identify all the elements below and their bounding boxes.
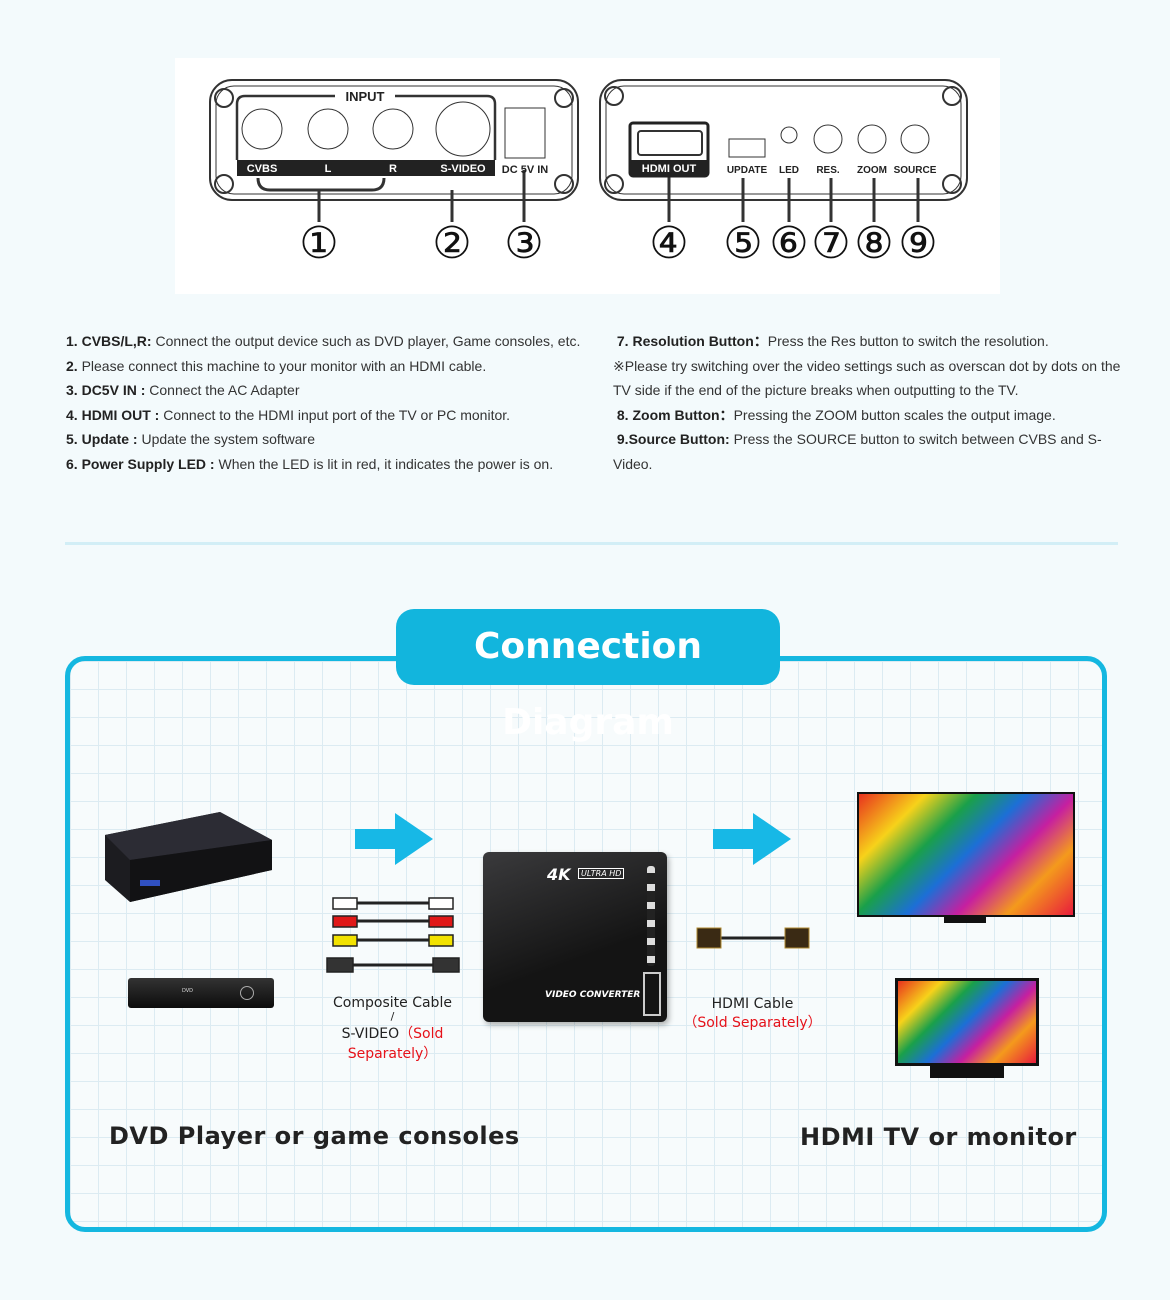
callout-3: ③ <box>504 219 543 268</box>
item-term: Zoom Button： <box>632 406 734 423</box>
input-label: INPUT <box>346 89 385 104</box>
port-label-source: SOURCE <box>894 165 937 176</box>
monitor-stand <box>930 1064 1004 1078</box>
callout-1: ① <box>299 219 338 268</box>
port-label-update: UPDATE <box>727 165 768 176</box>
tv-image <box>857 792 1075 917</box>
item-term: HDMI OUT : <box>81 406 160 423</box>
desc-item-9: 9.Source Button: Press the SOURCE button… <box>613 427 1128 476</box>
item-text: Connect the AC Adapter <box>145 382 300 398</box>
dvd-logo: DVD <box>182 988 194 994</box>
item-num: 3. <box>66 382 78 398</box>
callout-7: ⑦ <box>811 219 850 268</box>
desc-item-4: 4. HDMI OUT : Connect to the HDMI input … <box>66 403 606 428</box>
port-label-hdmi-out: HDMI OUT <box>642 163 697 175</box>
hdmi-cable-caption: HDMI Cable （Sold Separately） <box>680 996 825 1032</box>
arrow-right-icon <box>355 813 433 865</box>
callout-9: ⑨ <box>898 219 937 268</box>
tv-stand <box>944 915 986 923</box>
item-num: 6. <box>66 455 78 472</box>
port-label-svideo: S-VIDEO <box>440 163 486 175</box>
desc-item-1: 1. CVBS/L,R: Connect the output device s… <box>66 329 606 354</box>
caption-separator: / <box>390 1010 395 1023</box>
callout-4: ④ <box>649 219 688 268</box>
hdmi-cable-image <box>696 927 810 949</box>
input-side-panel <box>209 79 579 222</box>
item-text: Press the Res button to switch the resol… <box>767 333 1049 349</box>
callout-6: ⑥ <box>769 219 808 268</box>
item-text: Update the system software <box>137 431 315 447</box>
converter-ultra-hd-badge: ULTRA HD <box>578 868 625 879</box>
item-text: Pressing the ZOOM button scales the outp… <box>733 406 1056 423</box>
monitor-image <box>895 978 1039 1066</box>
descriptions-right: 7. Resolution Button：Press the Res butto… <box>613 329 1128 476</box>
port-label-zoom: ZOOM <box>857 165 887 176</box>
desc-item-6: 6. Power Supply LED : When the LED is li… <box>66 452 606 477</box>
desc-item-3: 3. DC5V IN : Connect the AC Adapter <box>66 378 606 403</box>
rear-panel-illustration: INPUT CVBS L R S-VIDEO DC 5V IN HDMI OUT… <box>175 58 1000 294</box>
desc-item-5: 5. Update : Update the system software <box>66 427 606 452</box>
dvd-player-image: DVD <box>128 978 274 1008</box>
item-term: Source Button: <box>628 431 730 447</box>
port-label-res: RES. <box>816 165 840 176</box>
dc-label: DC 5V IN <box>502 164 549 176</box>
item-num: 9. <box>616 431 629 447</box>
item-text: Connect to the HDMI input port of the TV… <box>159 406 511 423</box>
game-console-image <box>105 812 272 902</box>
item-term: Power Supply LED : <box>81 455 215 472</box>
converter-hdmi-port <box>643 972 661 1016</box>
item-num: 7. <box>616 333 629 349</box>
sold-separately-note: （Sold Separately） <box>347 1026 444 1062</box>
section-divider <box>65 542 1118 545</box>
desc-item-8: 8. Zoom Button：Pressing the ZOOM button … <box>613 403 1128 428</box>
callout-8: ⑧ <box>854 219 893 268</box>
port-label-r: R <box>389 163 397 175</box>
svideo-label: S-VIDEO <box>341 1026 400 1042</box>
item-num: 1. <box>66 333 78 349</box>
item-text: When the LED is lit in red, it indicates… <box>214 455 554 472</box>
item-text: Please connect this machine to your moni… <box>77 357 487 374</box>
video-converter-image: 4K ULTRA HD VIDEO CONVERTER <box>483 852 667 1022</box>
composite-cable-label: Composite Cable <box>333 995 452 1011</box>
composite-cable-image <box>326 897 460 973</box>
desc-note: ※Please try switching over the video set… <box>613 357 1121 399</box>
port-label-led: LED <box>779 165 799 176</box>
item-term: Update : <box>81 431 138 447</box>
converter-label: VIDEO CONVERTER <box>545 990 641 1000</box>
dvd-dial-icon <box>240 986 254 1000</box>
callout-5: ⑤ <box>723 219 762 268</box>
item-term: DC5V IN : <box>81 382 146 398</box>
descriptions-left: 1. CVBS/L,R: Connect the output device s… <box>66 329 606 476</box>
display-devices-caption: HDMI TV or monitor <box>800 1123 1077 1151</box>
desc-item-2: 2. Please connect this machine to your m… <box>66 354 606 379</box>
item-num: 4. <box>66 406 78 423</box>
output-side-panel <box>599 79 968 222</box>
connection-diagram-title: Connection Diagram <box>396 609 780 743</box>
item-term: Resolution Button： <box>632 333 768 349</box>
sold-separately-note: （Sold Separately） <box>683 1015 822 1031</box>
arrow-right-icon <box>713 813 791 865</box>
composite-cable-caption: Composite Cable / S-VIDEO（Sold Separatel… <box>300 995 485 1063</box>
converter-buttons <box>647 866 655 966</box>
desc-item-7: 7. Resolution Button：Press the Res butto… <box>613 329 1128 354</box>
hdmi-cable-label: HDMI Cable <box>711 996 794 1012</box>
item-num: 2. <box>66 357 78 374</box>
item-num: 5. <box>66 431 78 447</box>
source-devices-caption: DVD Player or game consoles <box>109 1122 520 1150</box>
port-label-cvbs: CVBS <box>247 163 278 175</box>
item-text: Press the SOURCE button to switch betwee… <box>613 431 1102 472</box>
port-label-l: L <box>325 163 332 175</box>
item-num: 8. <box>616 406 629 423</box>
item-term: CVBS/L,R: <box>81 333 152 349</box>
converter-4k-logo: 4K <box>547 865 571 884</box>
callout-2: ② <box>432 219 471 268</box>
item-text: Connect the output device such as DVD pl… <box>151 333 581 349</box>
